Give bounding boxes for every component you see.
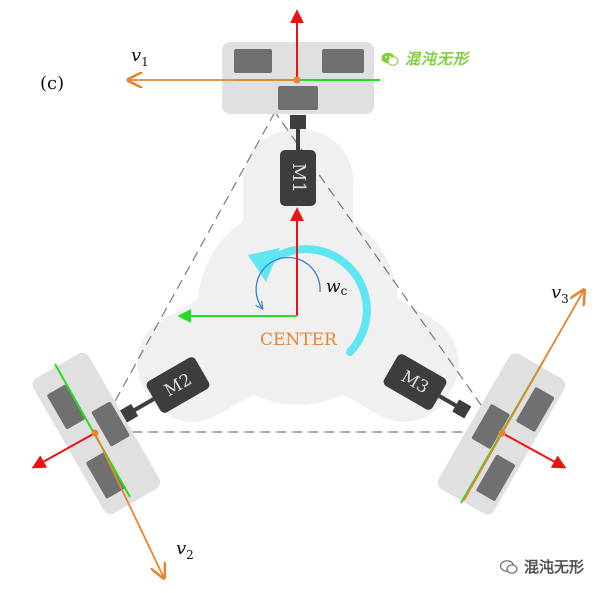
omega-label: wc xyxy=(326,277,348,298)
v2-arrow xyxy=(94,432,164,578)
dashed-triangle xyxy=(96,110,502,433)
wheel3-axis-red-arrow xyxy=(501,432,567,469)
wechat-icon xyxy=(500,559,518,574)
wechat-icon xyxy=(381,52,399,66)
omega-arc xyxy=(256,256,321,308)
rotation-arrowhead xyxy=(248,248,280,282)
motor-m1: M1 xyxy=(280,115,316,206)
figure-label: (c) xyxy=(40,73,64,94)
v2-label: v2 xyxy=(176,538,194,562)
motor-m1-label: M1 xyxy=(288,163,309,193)
v3-label: v3 xyxy=(551,282,569,306)
watermark-top-text: 混沌无形 xyxy=(405,50,470,68)
v3-arrow xyxy=(463,290,584,501)
watermark-top: 混沌无形 xyxy=(381,48,469,69)
wheel1-center-dot xyxy=(293,76,301,84)
wheel2-axis-red-arrow xyxy=(31,432,96,469)
v1-label: v1 xyxy=(131,45,149,69)
rotation-arc xyxy=(258,245,371,356)
wheel2-axis-green xyxy=(54,363,131,498)
wheel2-center-dot xyxy=(91,429,99,437)
center-label: CENTER xyxy=(260,330,338,350)
motor-m3: M3 xyxy=(383,354,472,419)
watermark-bottom-text: 混沌无形 xyxy=(524,558,585,576)
watermark-bottom: 混沌无形 xyxy=(500,556,584,577)
wheel3-center-dot xyxy=(498,429,506,437)
